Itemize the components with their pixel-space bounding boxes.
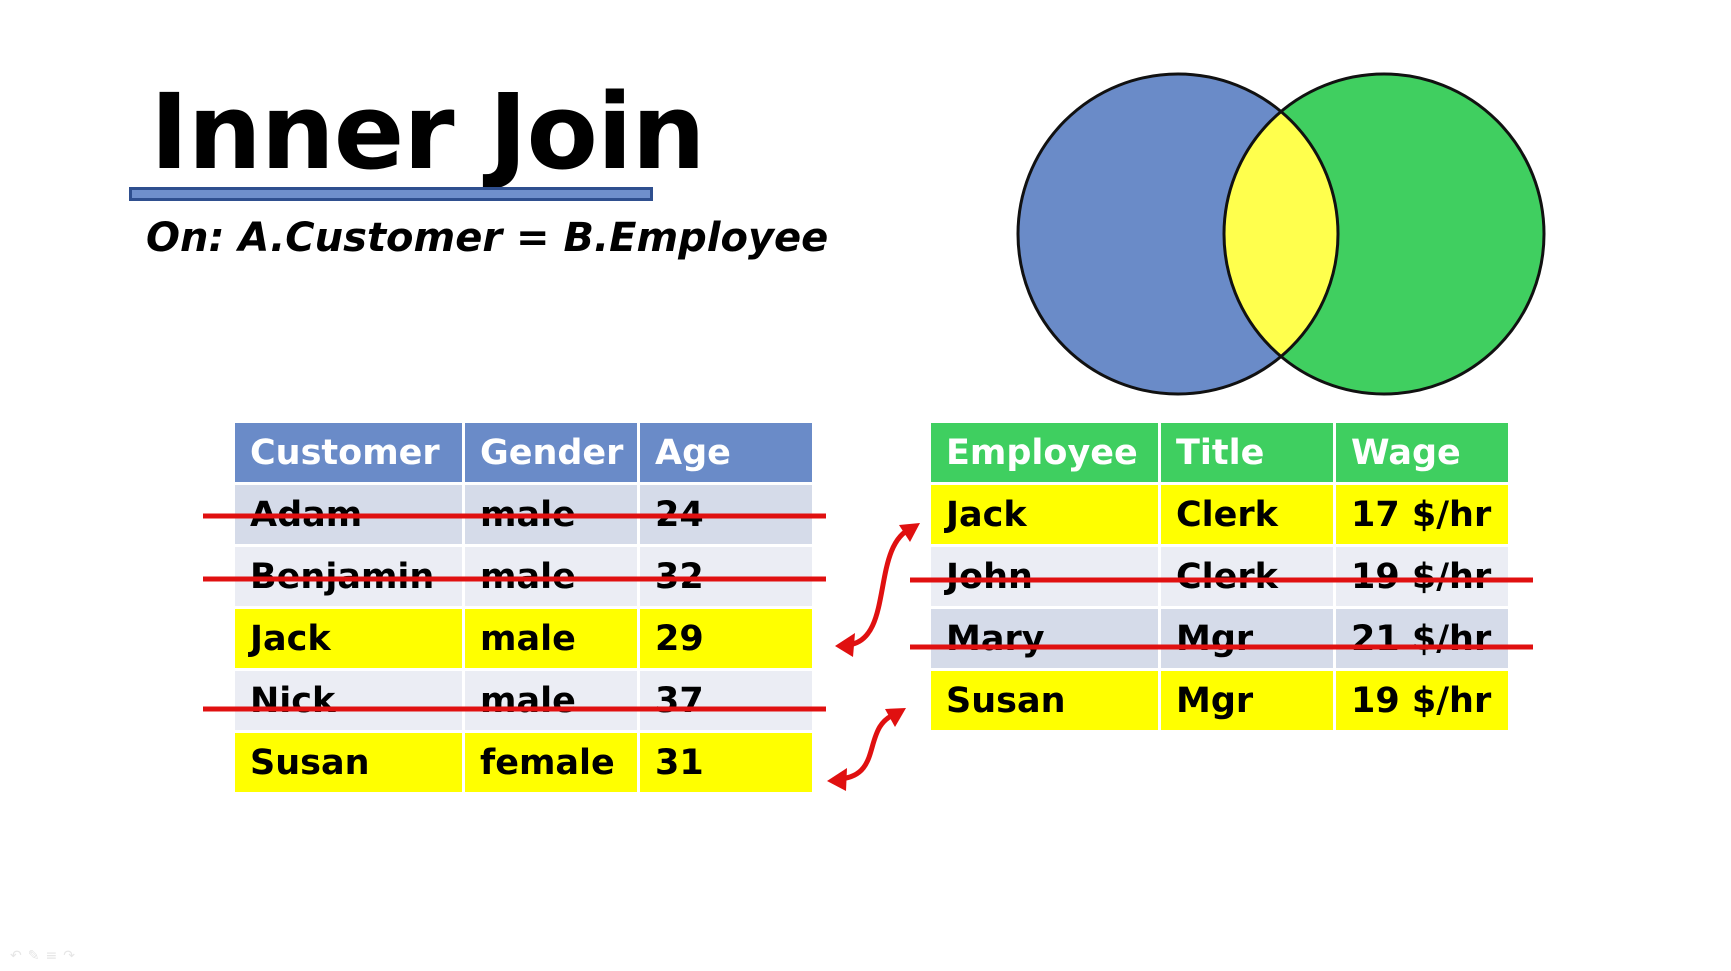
pen-icon[interactable]: ✎ [27,948,46,964]
table-cell: Clerk [1161,547,1333,606]
table-cell: male [465,671,637,730]
redo-icon[interactable]: ↷ [63,948,81,964]
employee-table: Employee Title Wage Jack Clerk 17 $/hr J… [928,420,1511,733]
column-header-employee: Employee [931,423,1158,482]
venn-circle-b-outline [1222,72,1546,396]
table-cell: 17 $/hr [1336,485,1508,544]
table-row-matched: Jack male 29 [235,609,812,668]
table-row-matched: Jack Clerk 17 $/hr [931,485,1508,544]
table-cell: 19 $/hr [1336,671,1508,730]
table-row: Mary Mgr 21 $/hr [931,609,1508,668]
table-cell: Susan [931,671,1158,730]
slide-title: Inner Join [150,71,706,193]
table-header-row: Employee Title Wage [931,423,1508,482]
join-condition: On: A.Customer = B.Employee [146,215,829,261]
slide-controls: ↶✎≡↷ [10,948,81,964]
menu-icon[interactable]: ≡ [45,948,64,964]
table-cell: Jack [235,609,462,668]
table-cell: Susan [235,733,462,792]
table-cell: female [465,733,637,792]
table-cell: male [465,609,637,668]
table-cell: 31 [640,733,812,792]
arrowhead [835,633,855,657]
table-header-row: Customer Gender Age [235,423,812,482]
table-cell: Mgr [1161,671,1333,730]
table-cell: Clerk [1161,485,1333,544]
arrowhead [899,523,920,542]
table-cell: Nick [235,671,462,730]
table-row: Nick male 37 [235,671,812,730]
table-cell: 37 [640,671,812,730]
match-arrow-susan [837,710,901,782]
title-underline-bar [129,187,653,201]
column-header-wage: Wage [1336,423,1508,482]
venn-diagram [1016,72,1546,396]
arrowhead [885,708,906,727]
venn-intersection [1224,74,1338,394]
column-header-age: Age [640,423,812,482]
table-row-matched: Susan Mgr 19 $/hr [931,671,1508,730]
table-cell: 29 [640,609,812,668]
column-header-gender: Gender [465,423,637,482]
column-header-customer: Customer [235,423,462,482]
table-cell: John [931,547,1158,606]
table-row-matched: Susan female 31 [235,733,812,792]
table-cell: Mary [931,609,1158,668]
arrowhead [827,768,847,791]
table-cell: 21 $/hr [1336,609,1508,668]
table-cell: 19 $/hr [1336,547,1508,606]
table-row: John Clerk 19 $/hr [931,547,1508,606]
table-cell: Mgr [1161,609,1333,668]
table-cell: Jack [931,485,1158,544]
venn-circle-a-outline [1016,72,1340,396]
undo-icon[interactable]: ↶ [10,948,28,964]
column-header-title: Title [1161,423,1333,482]
match-arrow-jack [845,525,915,648]
